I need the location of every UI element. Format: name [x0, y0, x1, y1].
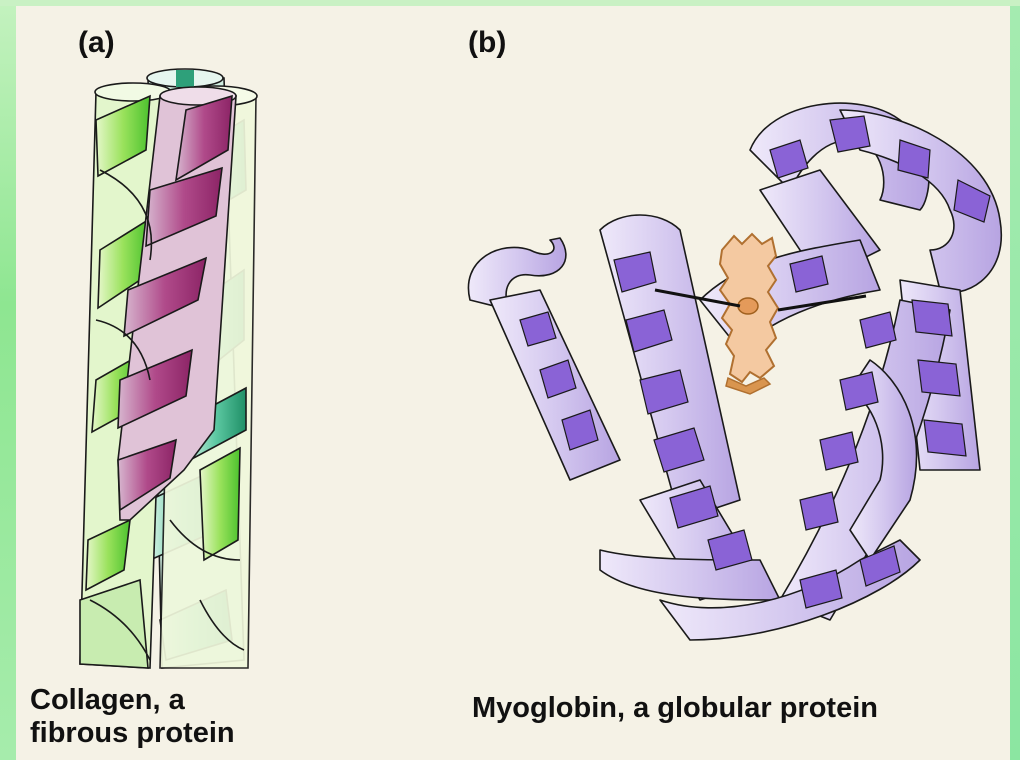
- collagen-caption: Collagen, a fibrous protein: [30, 684, 235, 750]
- collagen-triple-helix: [80, 69, 257, 668]
- collagen-caption-line2: fibrous protein: [30, 717, 235, 750]
- myoglobin-caption: Myoglobin, a globular protein: [472, 692, 878, 725]
- collagen-caption-line1: Collagen, a: [30, 684, 235, 717]
